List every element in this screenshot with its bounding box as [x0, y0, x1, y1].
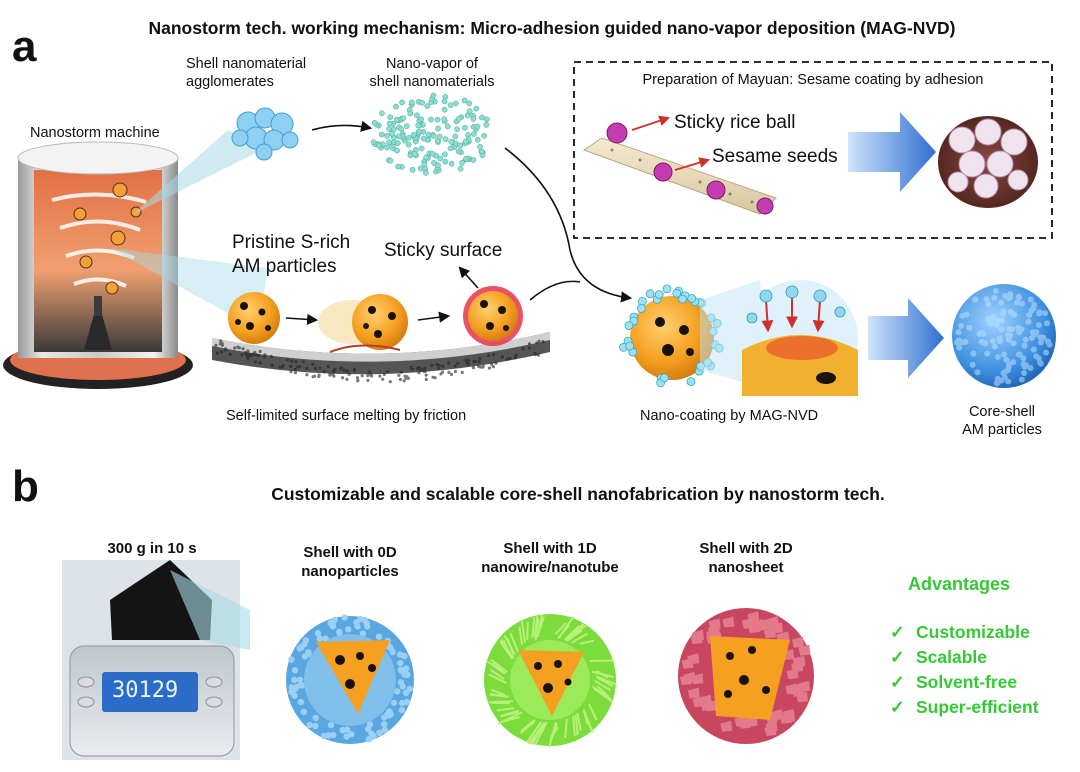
advantage-label: Solvent-free — [916, 672, 1018, 692]
arrow-to-moving — [285, 313, 319, 325]
shell-1d-sphere — [484, 614, 618, 748]
check-icon: ✓ — [890, 622, 905, 642]
coreshell-label-line2: AM particles — [962, 422, 1042, 438]
panel-a-title: Nanostorm tech. working mechanism: Micro… — [148, 18, 956, 38]
friction-surface — [212, 332, 550, 384]
advantage-label: Super-efficient — [916, 697, 1039, 717]
shell-0d-label-line1: Shell with 0D — [303, 544, 397, 561]
advantage-item: ✓ Solvent-free — [890, 672, 1017, 692]
pristine-particle — [228, 292, 280, 344]
shell-1d-label-line2: nanowire/nanotube — [481, 559, 619, 576]
advantages-title: Advantages — [908, 574, 1011, 594]
sticky-particle — [463, 286, 523, 346]
machine-label: Nanostorm machine — [30, 125, 160, 141]
melting-label: Self-limited surface melting by friction — [226, 408, 467, 424]
agglomerates-label-line1: Shell nanomaterial — [186, 56, 307, 72]
panel-b-title: Customizable and scalable core-shell nan… — [271, 484, 885, 504]
shell-2d-label-line2: nanosheet — [708, 559, 784, 576]
sticky-surface-label: Sticky surface — [384, 240, 503, 261]
shell-1d-label-line1: Shell with 1D — [503, 540, 597, 557]
agglomerates-label-line2: agglomerates — [186, 74, 274, 90]
coating-label: Nano-coating by MAG-NVD — [640, 408, 819, 424]
magnification-cones — [110, 130, 268, 330]
shell-2d-label-line1: Shell with 2D — [699, 540, 793, 557]
pristine-label-line1: Pristine S-rich — [232, 232, 351, 253]
moving-particle — [318, 294, 408, 353]
mayuan-title: Preparation of Mayuan: Sesame coating by… — [642, 72, 984, 88]
pristine-label-line2: AM particles — [232, 256, 337, 277]
coreshell-particle — [952, 284, 1056, 388]
check-icon: ✓ — [890, 697, 905, 717]
vapor-label-line2: shell nanomaterials — [369, 74, 495, 90]
scale-display: 30129 — [112, 678, 179, 703]
advantage-item: ✓ Scalable — [890, 647, 987, 667]
arrow-sticky-label — [458, 266, 479, 289]
nano-vapor-cloud — [370, 92, 490, 176]
panel-b-letter: b — [12, 462, 39, 511]
sesame-label: Sesame seeds — [712, 146, 838, 167]
nano-coating-zoom — [700, 280, 858, 396]
advantage-item: ✓ Customizable — [890, 622, 1030, 642]
coreshell-label-line1: Core-shell — [968, 404, 1036, 420]
advantage-item: ✓ Super-efficient — [890, 697, 1039, 717]
check-icon: ✓ — [890, 672, 905, 692]
shell-2d-sphere — [678, 608, 814, 744]
check-icon: ✓ — [890, 647, 905, 667]
mayuan-box — [573, 61, 1053, 239]
panel-a-letter: a — [12, 22, 37, 71]
advantage-label: Customizable — [916, 622, 1030, 642]
arrow-vapor-to-coating — [504, 147, 633, 303]
vapor-label-line1: Nano-vapor of — [386, 56, 478, 72]
arrow-to-coreshell — [868, 298, 944, 378]
advantage-label: Scalable — [916, 647, 988, 667]
arrow-sticky-to-coating — [529, 280, 581, 301]
arrow-to-sticky — [417, 311, 451, 323]
shell-0d-sphere — [286, 614, 414, 744]
rice-ball-label: Sticky rice ball — [674, 112, 796, 133]
arrow-to-vapor — [311, 120, 373, 132]
shell-0d-label-line2: nanoparticles — [301, 563, 399, 580]
nanostorm-machine — [3, 141, 193, 389]
scale-photo — [62, 560, 250, 760]
agglomerates-cluster — [231, 107, 299, 161]
scale-caption: 300 g in 10 s — [107, 540, 197, 557]
